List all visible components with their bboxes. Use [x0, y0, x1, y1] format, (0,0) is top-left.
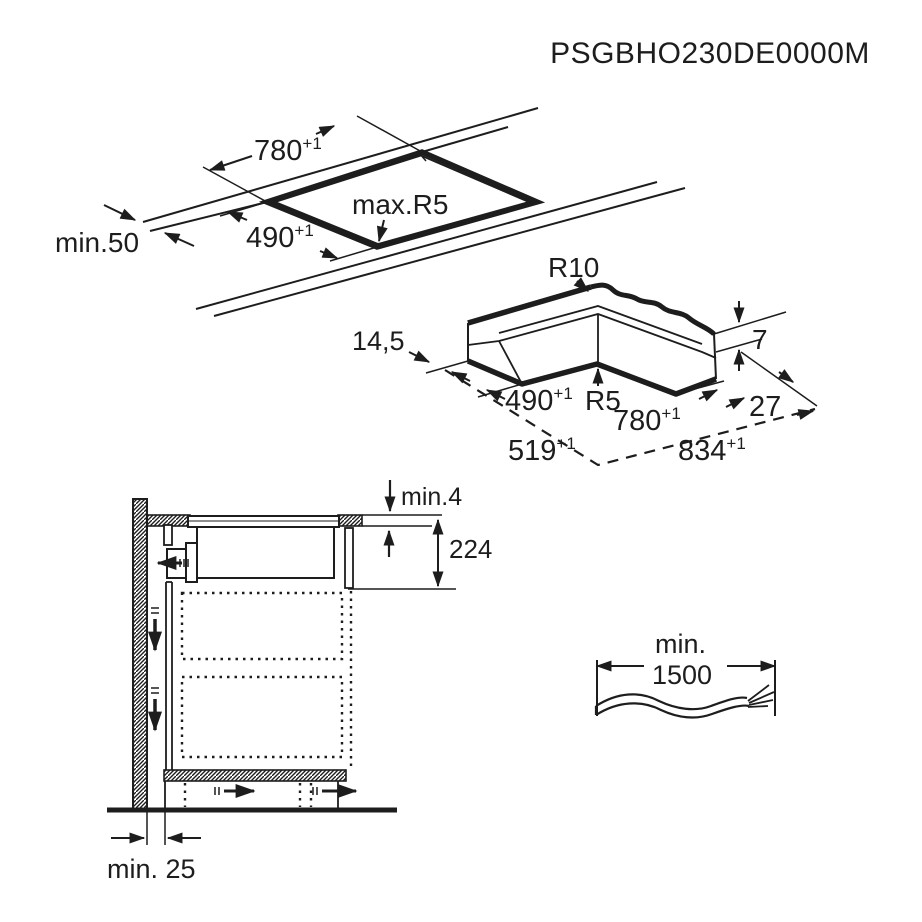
cable-top-line [595, 693, 748, 711]
edge-arrow [103, 204, 137, 221]
wall-batten [163, 524, 173, 546]
dimension-arrow [226, 211, 248, 223]
dimension-arrow [698, 389, 719, 402]
worktop-front-edge-line [213, 187, 686, 317]
edge-distance-annotation: min.50 [55, 204, 195, 258]
model-number-title: PSGBHO230DE0000M [550, 37, 870, 70]
cutout-depth-dimension: 490+1 [219, 201, 378, 262]
edge-distance-label: min.50 [55, 227, 139, 258]
radius-arrow [376, 219, 388, 243]
reference-line [713, 311, 787, 353]
hob-glass-edges [467, 305, 717, 385]
hob-width-label: 834+1 [678, 434, 746, 467]
cable-min-label: min. [655, 629, 706, 659]
bottom-radius-label: R5 [585, 385, 621, 416]
drawer-outline-upper [180, 591, 344, 661]
cutout-width-label: 780+1 [254, 134, 322, 167]
cutout-depth-notch [419, 153, 427, 162]
wall-distance-dimension: min. 25 [107, 811, 201, 884]
cabinet-cross-section-diagram: min.4 224 [107, 480, 492, 884]
installation-height-label: 224 [449, 534, 492, 564]
overhang-annotation: 14,5 [352, 326, 431, 363]
glass-thickness-dimension: 7 [713, 301, 787, 371]
edge-arrow [163, 232, 195, 247]
cutout-outline [258, 149, 546, 250]
wall-section [132, 498, 148, 811]
top-gap-label: min.4 [401, 483, 462, 511]
dimension-arrow [725, 397, 746, 410]
top-gap-annotation: min.4 [383, 480, 462, 557]
countertop-section-right [337, 514, 363, 527]
extension-line [146, 811, 166, 845]
cutout-inner-edge [272, 154, 532, 245]
wall-distance-label: min. 25 [107, 854, 196, 884]
airflow-tail-marks [151, 607, 159, 614]
airflow-tail-marks [179, 559, 189, 567]
hob-break-line [590, 282, 716, 336]
rear-panel-strip [344, 527, 354, 589]
overhang-label: 14,5 [352, 326, 405, 356]
cable-bottom-line [595, 702, 750, 719]
hob-end-edges [467, 323, 717, 380]
bottom-radius-annotation: R5 [585, 367, 621, 416]
worktop-cutout-diagram: 780+1 490+1 max.R5 min.50 [55, 107, 686, 317]
airflow-tail-marks [151, 687, 159, 694]
worktop-back-edge-line [142, 107, 539, 223]
dimension-arrow [315, 125, 336, 137]
power-cable-diagram: min. 1500 [594, 629, 777, 719]
dimension-arrow [208, 155, 253, 171]
hob-cutout-depth-label: 490+1 [505, 384, 573, 417]
radius-arrow [573, 277, 589, 292]
hob-cutout-width-label: 780+1 [613, 404, 681, 437]
top-radius-label: R10 [548, 252, 599, 283]
cable-length-label: 1500 [652, 660, 712, 690]
extension-line [202, 115, 423, 203]
worktop-back-edge-line [421, 126, 509, 153]
corner-radius-label: max.R5 [352, 189, 448, 220]
plinth-dashed-lines [183, 783, 313, 807]
cutout-width-dimension: 780+1 [202, 115, 423, 203]
cutout-depth-label: 490+1 [246, 221, 314, 254]
cabinet-bottom-shelf [163, 769, 347, 782]
hob-bottom-edge [466, 358, 717, 397]
dimension-arrow [796, 409, 815, 420]
hob-top-edge [467, 284, 592, 326]
overhang-arrow [408, 350, 431, 363]
installation-height-dimension: 224 [348, 518, 492, 590]
glass-thickness-label: 7 [752, 324, 768, 355]
countertop-surface-line [362, 514, 442, 527]
worktop-front-edge-line [195, 181, 658, 310]
cable-drawing [594, 684, 775, 719]
dimension-arrow [485, 389, 506, 402]
worktop-back-edge-line [149, 201, 268, 232]
hob-depth-label: 519+1 [508, 434, 576, 467]
dimension-arrow [319, 247, 339, 259]
hob-body-section [196, 526, 335, 579]
side-clearance-label: 27 [749, 391, 781, 423]
airflow-tail-marks [312, 787, 318, 795]
hob-corner-diagram: R10 7 14,5 R5 490+1 78 [352, 252, 818, 467]
airflow-tail-marks [214, 787, 220, 795]
dimension-arrow [778, 369, 795, 383]
cabinet-side-panel [165, 581, 173, 770]
drawer-outline-lower [180, 675, 344, 759]
corner-radius-annotation: max.R5 [352, 189, 448, 243]
top-radius-annotation: R10 [548, 252, 599, 292]
dimension-arrow [450, 371, 471, 384]
cable-wire-ends [747, 684, 775, 708]
dimension-envelope-dashed [444, 369, 816, 467]
